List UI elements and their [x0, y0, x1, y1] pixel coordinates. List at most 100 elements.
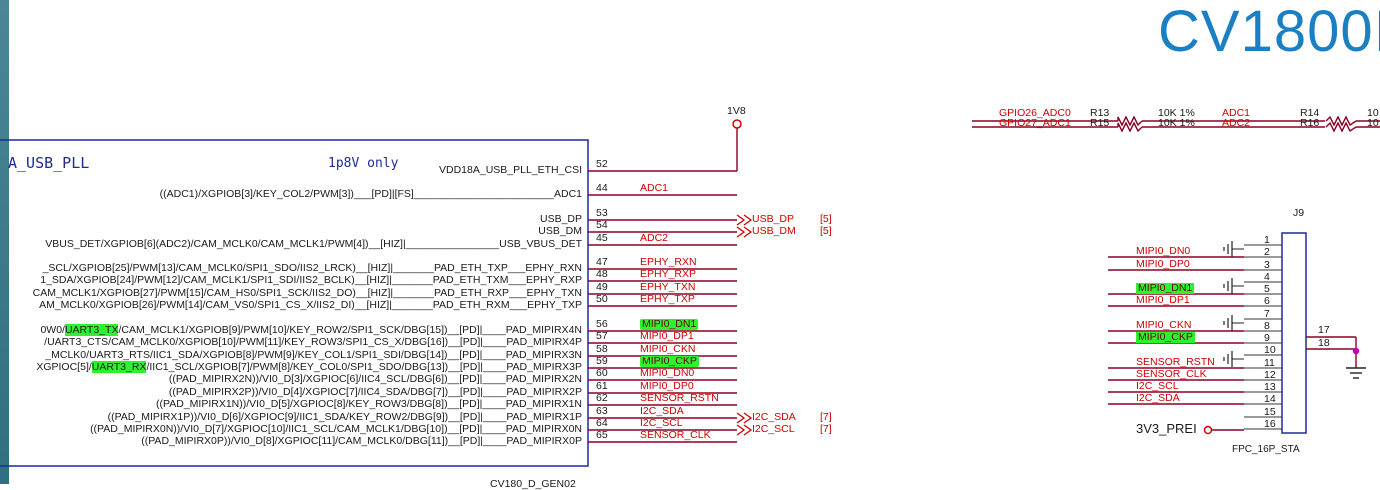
- pin-number-52: 52: [596, 158, 608, 170]
- offpage-arrow-usb-dm: [736, 226, 753, 238]
- res2-value-0: 10: [1367, 107, 1379, 119]
- connector-pin-num-16: 16: [1264, 418, 1276, 430]
- offpage-arrow-i2c-sda: [736, 412, 753, 424]
- pin-function-63: ((PAD_MIPIRX1P))/VI0_D[6]/XGPIOC[9]/IIC1…: [107, 411, 582, 423]
- pin-function-58: _MCLK0/UART3_RTS/IIC1_SDA/XGPIOB[8]/PWM[…: [45, 349, 582, 361]
- junction-dot: [1352, 347, 1360, 355]
- pin-function-44: ((ADC1)/XGPIOB[3]/KEY_COL2/PWM[3])___[PD…: [159, 188, 582, 200]
- res-net-out-0: ADC1: [1222, 107, 1251, 119]
- net-label-ephy-rxp: EPHY_RXP: [640, 268, 697, 280]
- pin-number-64: 64: [596, 417, 608, 429]
- resistor-body-0: [1117, 115, 1143, 127]
- offpage-net-usb-dp: USB_DP: [752, 213, 795, 225]
- pin-function-45: VBUS_DET/XGPIOB[6](ADC2)/CAM_MCLK0/CAM_M…: [45, 238, 582, 250]
- power-port-1v8: [732, 119, 742, 129]
- power-net-label: 1V8: [727, 105, 746, 117]
- pin-number-59: 59: [596, 355, 608, 367]
- res2-ref-0: R14: [1300, 107, 1320, 119]
- voltage-note: 1p8V only: [328, 156, 399, 171]
- pin-function-64: ((PAD_MIPIRX0N))/VI0_D[7]/XGPIOC[10]/IIC…: [90, 423, 582, 435]
- pin-number-57: 57: [596, 330, 608, 342]
- res-ref-0: R13: [1090, 107, 1110, 119]
- pin-number-49: 49: [596, 281, 608, 293]
- res-net-out-1: ADC2: [1222, 117, 1251, 129]
- power-port-3v3: [1203, 425, 1213, 435]
- resistor-body-1: [1117, 121, 1143, 133]
- pin-function-61: ((PAD_MIPIRX2P))/VI0_D[4]/XGPIOC[7]/IIC4…: [168, 386, 582, 398]
- connector-pin-num-2: 2: [1264, 246, 1270, 258]
- res2-ref-1: R16: [1300, 117, 1320, 129]
- offpage-arrow-usb-dp: [736, 214, 753, 226]
- ic-part-outline: [0, 139, 589, 467]
- mount-pin-num-17: 17: [1318, 324, 1330, 336]
- pin-function-59: XGPIOC[5]/UART3_RX/IIC1_SCL/XGPIOB[7]/PW…: [36, 361, 582, 373]
- res-ref-1: R15: [1090, 117, 1110, 129]
- pin-function-62: ((PAD_MIPIRX1N))/VI0_D[5]/XGPIOC[8]/KEY_…: [156, 398, 582, 410]
- connector-pin-num-13: 13: [1264, 381, 1276, 393]
- pin-function-49: CAM_MCLK1/XGPIOB[27]/PWM[15]/CAM_HS0/SPI…: [32, 287, 582, 299]
- connector-pin-num-15: 15: [1264, 406, 1276, 418]
- pin-function-60: ((PAD_MIPIRX2N))/VI0_D[3]/XGPIOC[6]/IIC4…: [168, 373, 582, 385]
- net-label-adc2: ADC2: [640, 232, 669, 244]
- connector-net-i2c-scl: I2C_SCL: [1136, 380, 1179, 392]
- connector-net-mipi0-dp1: MIPI0_DP1: [1136, 294, 1190, 306]
- net-label-ephy-txp: EPHY_TXP: [640, 293, 695, 305]
- pin-number-60: 60: [596, 367, 608, 379]
- pin-function-57: /UART3_CTS/CAM_MCLK0/XGPIOB[10]/PWM[11]/…: [44, 336, 582, 348]
- pin-number-63: 63: [596, 405, 608, 417]
- connector-pin-num-1: 1: [1264, 234, 1270, 246]
- res-net-in-0: GPIO26_ADC0: [999, 107, 1071, 119]
- pin-function-52: VDD18A_USB_PLL_ETH_CSI: [439, 164, 582, 176]
- pin-number-44: 44: [596, 182, 608, 194]
- connector-pin-num-4: 4: [1264, 271, 1270, 283]
- schematic-title: CV1800I: [1158, 0, 1380, 64]
- res-value-1: 10K 1%: [1158, 117, 1195, 129]
- connector-pin-num-6: 6: [1264, 295, 1270, 307]
- pin-number-61: 61: [596, 380, 608, 392]
- net-label-mipi0-dn0: MIPI0_DN0: [640, 367, 695, 379]
- mount-pin-num-18: 18: [1318, 337, 1330, 349]
- connector-pin-num-14: 14: [1264, 393, 1276, 405]
- connector-ref: J9: [1293, 207, 1305, 219]
- pin-number-62: 62: [596, 392, 608, 404]
- pin-number-47: 47: [596, 256, 608, 268]
- connector-pin-num-7: 7: [1264, 308, 1270, 320]
- connector-pin-num-10: 10: [1264, 344, 1276, 356]
- net-label-mipi0-dn1: MIPI0_DN1: [640, 318, 699, 330]
- connector-pin-num-3: 3: [1264, 259, 1270, 271]
- offpage-net-i2c-sda: I2C_SDA: [752, 411, 796, 423]
- net-label-mipi0-dp1: MIPI0_DP1: [640, 330, 694, 342]
- highlight-mark: UART3_RX: [91, 361, 147, 373]
- net-label-i2c-scl: I2C_SCL: [640, 417, 683, 429]
- res-value-0: 10K 1%: [1158, 107, 1195, 119]
- pin-function-56: 0W0/UART3_TX/CAM_MCLK1/XGPIOB[9]/PWM[10]…: [40, 324, 582, 336]
- connector-net-mipi0-ckn: MIPI0_CKN: [1136, 319, 1192, 331]
- connector-net-i2c-sda: I2C_SDA: [1136, 392, 1180, 404]
- pin-number-65: 65: [596, 429, 608, 441]
- res-net-in-1: GPIO27_ADC1: [999, 117, 1071, 129]
- pin-function-47: _SCL/XGPIOB[25]/PWM[13]/CAM_MCLK0/SPI1_S…: [42, 262, 582, 274]
- power-net-3v3: 3V3_PREI: [1136, 421, 1197, 436]
- connector-pin-num-12: 12: [1264, 369, 1276, 381]
- connector-net-mipi0-dn0: MIPI0_DN0: [1136, 245, 1191, 257]
- connector-pin-num-8: 8: [1264, 320, 1270, 332]
- offpage-net-i2c-scl: I2C_SCL: [752, 423, 795, 435]
- net-label-mipi0-dp0: MIPI0_DP0: [640, 380, 694, 392]
- pin-function-65: ((PAD_MIPIRX0P))/VI0_D[8]/XGPIOC[11]/CAM…: [141, 435, 582, 447]
- block-name: A_USB_PLL: [8, 154, 90, 172]
- offpage-net-usb-dm: USB_DM: [752, 225, 796, 237]
- res2-value-1: 10: [1367, 117, 1379, 129]
- offpage-ref-i2c-sda: [7]: [820, 411, 832, 423]
- pin-number-56: 56: [596, 318, 608, 330]
- offpage-ref-usb-dp: [5]: [820, 213, 832, 225]
- net-label-ephy-txn: EPHY_TXN: [640, 281, 696, 293]
- pin-function-54: USB_DM: [538, 225, 582, 237]
- part-bottom-label: CV180_D_GEN02: [490, 478, 576, 490]
- pin-number-45: 45: [596, 232, 608, 244]
- pin-number-54: 54: [596, 219, 608, 231]
- net-label-sensor-rstn: SENSOR_RSTN: [640, 392, 719, 404]
- net-label-mipi0-ckp: MIPI0_CKP: [640, 355, 699, 367]
- pin-number-48: 48: [596, 268, 608, 280]
